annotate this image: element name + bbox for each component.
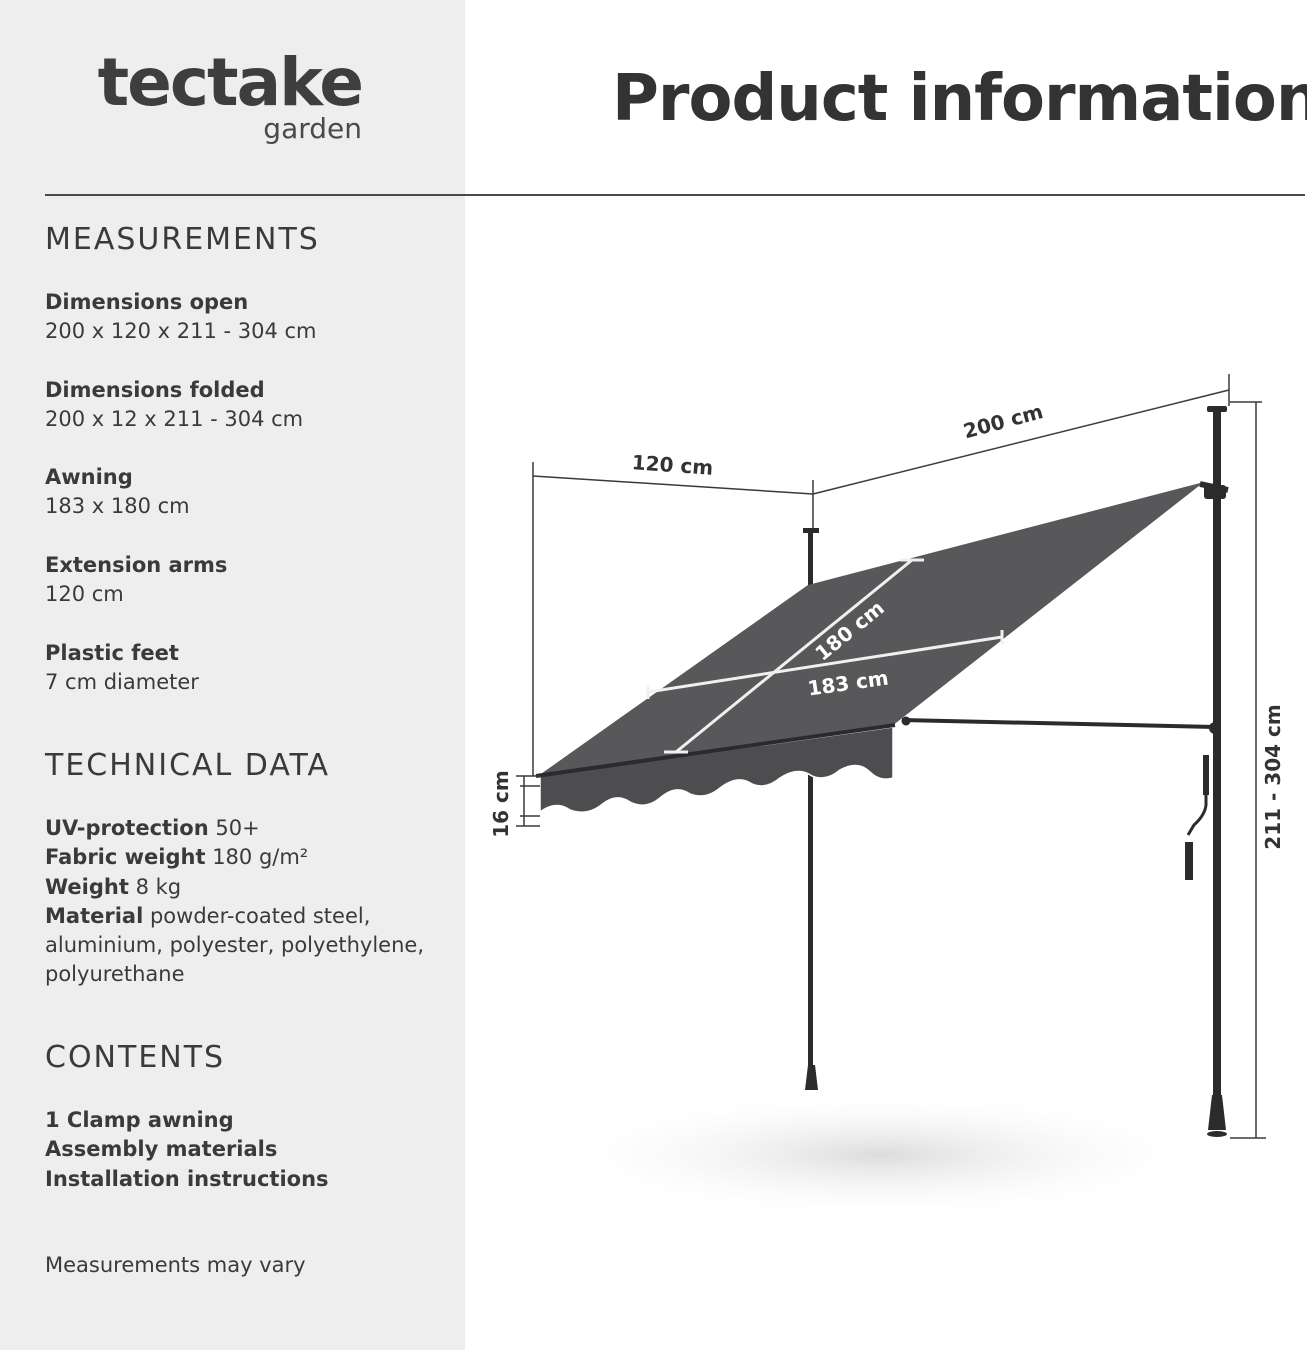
divider <box>45 194 1305 196</box>
dimension-lines <box>516 374 1266 1139</box>
contents-heading: CONTENTS <box>45 1040 226 1075</box>
awning-illustration: 180 cm 183 cm 200 cm 120 cm 211 - 304 cm… <box>489 374 1285 1220</box>
brand-name: tectake <box>97 44 364 121</box>
tech-material: Material powder-coated steel, aluminium,… <box>45 902 425 990</box>
sidebar <box>0 0 465 1350</box>
technical-data: UV-protection 50+ Fabric weight 180 g/m²… <box>45 814 425 990</box>
spec-value: 7 cm diameter <box>45 670 199 694</box>
spec-label: Dimensions folded <box>45 378 265 402</box>
spec-value: 200 x 12 x 211 - 304 cm <box>45 407 304 431</box>
list-item: Installation instructions <box>45 1166 329 1191</box>
tech-weight: Weight 8 kg <box>45 873 425 902</box>
spec-extension-arms: Extension arms 120 cm <box>45 551 445 609</box>
tech-fabric-value: 180 g/m² <box>212 845 309 870</box>
ground-shadow <box>540 1090 1220 1220</box>
tech-weight-label: Weight <box>45 874 129 899</box>
contents-list: 1 Clamp awning Assembly materials Instal… <box>45 1106 329 1194</box>
front-pole <box>803 528 819 1090</box>
tech-material-value: powder-coated steel, aluminium, polyeste… <box>45 903 424 987</box>
tech-weight-value: 8 kg <box>135 874 182 899</box>
front-roller <box>535 723 896 778</box>
spec-label: Dimensions open <box>45 290 249 314</box>
spec-dimensions-open: Dimensions open 200 x 120 x 211 - 304 cm <box>45 288 445 346</box>
tech-uv-value: 50+ <box>215 816 260 840</box>
fabric-dimension-lines <box>646 558 1004 754</box>
rear-pole <box>1185 406 1227 1137</box>
list-item: Assembly materials <box>45 1137 278 1162</box>
tech-fabric: Fabric weight 180 g/m² <box>45 843 425 872</box>
spec-awning: Awning 183 x 180 cm <box>45 463 445 521</box>
tech-uv: UV-protection 50+ <box>45 814 425 843</box>
awning-valance <box>539 726 894 814</box>
measurements-note: Measurements may vary <box>45 1253 306 1277</box>
measurements-heading: MEASUREMENTS <box>45 222 320 257</box>
rear-roller <box>1199 481 1229 493</box>
spec-label: Awning <box>45 465 133 489</box>
technical-heading: TECHNICAL DATA <box>45 748 331 783</box>
spec-label: Plastic feet <box>45 641 179 665</box>
tech-fabric-label: Fabric weight <box>45 845 206 870</box>
brand-subtitle: garden <box>263 112 362 145</box>
spec-value: 120 cm <box>45 582 124 606</box>
spec-plastic-feet: Plastic feet 7 cm diameter <box>45 639 445 697</box>
list-item: 1 Clamp awning <box>45 1108 234 1132</box>
page-title: Product information <box>612 62 1307 136</box>
brand-logo: tectake garden <box>0 44 364 145</box>
valance-label: 16 cm <box>489 770 513 838</box>
tech-uv-label: UV-protection <box>45 816 209 840</box>
width-label: 200 cm <box>961 399 1046 443</box>
spec-value: 200 x 120 x 211 - 304 cm <box>45 319 317 343</box>
depth-label: 120 cm <box>631 450 714 480</box>
spec-dimensions-folded: Dimensions folded 200 x 12 x 211 - 304 c… <box>45 376 445 434</box>
awning-fabric <box>538 482 1204 776</box>
spec-value: 183 x 180 cm <box>45 494 190 518</box>
extension-arm <box>901 716 1216 729</box>
tech-material-label: Material <box>45 903 144 928</box>
height-label: 211 - 304 cm <box>1261 704 1285 849</box>
spec-label: Extension arms <box>45 553 228 577</box>
